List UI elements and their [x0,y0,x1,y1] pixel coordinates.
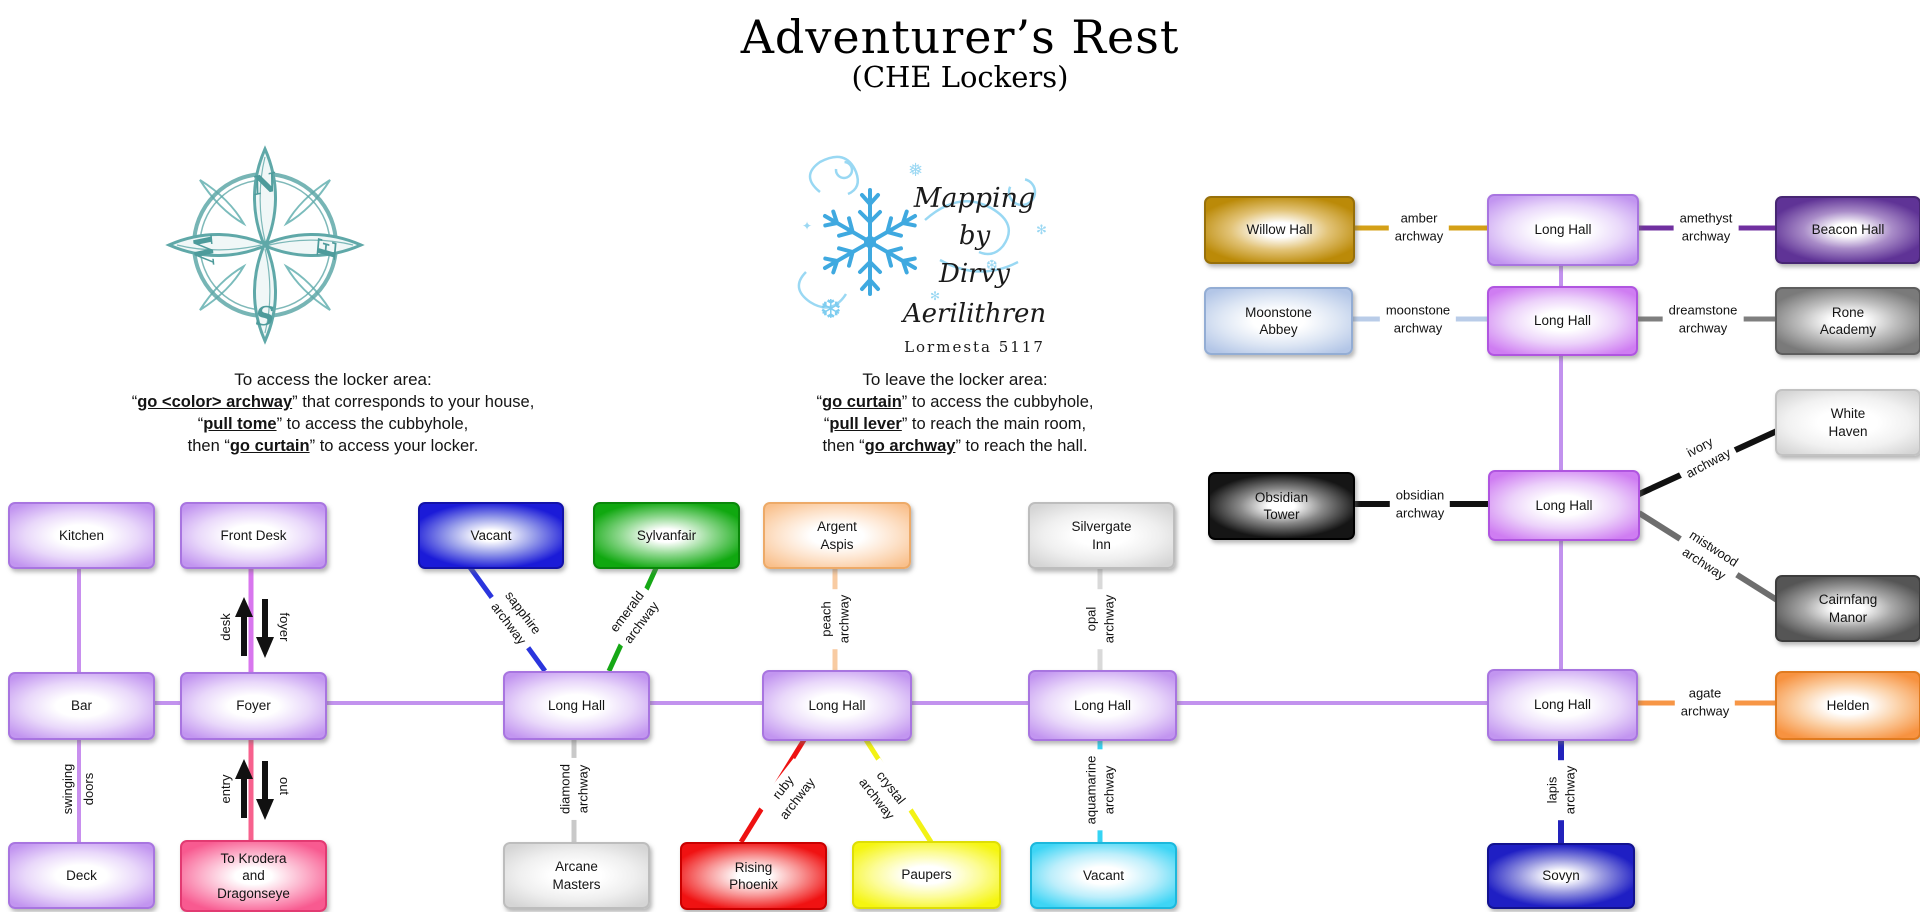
room-sovyn: Sovyn [1487,843,1635,909]
room-long-hall-east: Long Hall [1028,670,1177,741]
svg-text:✻: ✻ [1036,223,1047,238]
room-long-hall-center: Long Hall [762,670,912,741]
label-dreamstone-archway: dreamstone archway [1662,300,1744,338]
svg-text:❆: ❆ [986,258,998,274]
label-swinging-doors: swinging doors [60,763,96,815]
label-amber-archway: amber archway [1388,208,1450,246]
access-instruction-line: “pull tome” to access the cubbyhole, [197,415,469,433]
room-silvergate-inn: Silvergate Inn [1028,502,1175,569]
desk-direction-arrows [235,597,274,658]
credit-date: Lormesta 5117 [904,338,1045,356]
room-moonstone-abbey: Moonstone Abbey [1204,287,1353,355]
leave-instruction-line: then “go archway” to reach the hall. [822,437,1088,455]
room-helden: Helden [1775,671,1920,740]
label-agate-archway: agate archway [1674,683,1736,721]
room-sylvanfair: Sylvanfair [593,502,740,569]
room-willow-hall: Willow Hall [1204,196,1355,264]
room-bar: Bar [8,672,155,740]
access-instruction-line: then “go curtain” to access your locker. [187,437,479,455]
room-long-hall-north3: Long Hall [1488,470,1640,541]
label-obsidian-archway: obsidian archway [1389,485,1451,523]
room-front-desk: Front Desk [180,502,327,569]
arrow-down-icon [256,637,274,658]
leave-instruction-line: “pull lever” to reach the main room, [823,415,1087,433]
room-obsidian-tower: Obsidian Tower [1208,472,1355,540]
room-long-hall-west: Long Hall [503,671,650,740]
svg-text:W: W [186,233,219,267]
room-argent-aspis: Argent Aspis [763,502,911,569]
room-long-hall-north2: Long Hall [1487,286,1638,356]
compass-rose-icon: N E S W [165,145,365,345]
arrow-up-icon [235,759,253,779]
room-cairnfang-manor: Cairnfang Manor [1775,575,1920,642]
room-foyer: Foyer [180,672,327,740]
label-desk-passage: desk [218,613,234,641]
label-out-passage: out [276,776,292,796]
room-rone-academy: Rone Academy [1775,287,1920,355]
label-opal-archway: opal archway [1081,588,1119,650]
credit-author: Dirvy Aerilithren [902,259,1047,329]
access-instructions-title: To access the locker area: [234,370,432,389]
entry-direction-arrows [235,759,274,820]
room-arcane-masters: Arcane Masters [503,842,650,909]
label-peach-archway: peach archway [816,588,854,650]
arrow-up-icon [235,597,253,617]
room-long-hall-north1: Long Hall [1487,194,1639,266]
svg-text:E: E [312,237,344,262]
leave-instructions: To leave the locker area: “go curtain” t… [655,369,1255,457]
svg-text:❆: ❆ [820,295,842,325]
leave-instruction-line: “go curtain” to access the cubbyhole, [816,393,1094,411]
page-subtitle: (CHE Lockers) [851,60,1069,94]
svg-text:S: S [256,302,275,332]
svg-text:❅: ❅ [908,160,923,181]
room-white-haven: White Haven [1775,389,1920,456]
room-deck: Deck [8,842,155,909]
credit-by: by [958,221,991,251]
room-krodera-exit: To Krodera and Dragonseye [180,840,327,912]
room-rising-phoenix: Rising Phoenix [680,842,827,910]
credit-mapping: Mapping [913,183,1036,214]
room-long-hall-main: Long Hall [1487,669,1638,741]
label-moonstone-archway: moonstone archway [1379,300,1457,338]
leave-instructions-title: To leave the locker area: [862,370,1048,389]
room-beacon-hall: Beacon Hall [1775,196,1920,264]
room-kitchen: Kitchen [8,502,155,569]
svg-text:✻: ✻ [930,289,940,303]
access-instructions: To access the locker area: “go <color> a… [63,369,603,457]
label-amethyst-archway: amethyst archway [1673,208,1739,246]
label-foyer-passage: foyer [276,612,292,642]
room-vacant-south: Vacant [1030,842,1177,909]
svg-text:✦: ✦ [802,219,812,233]
room-vacant-west: Vacant [418,502,564,569]
room-paupers: Paupers [852,841,1001,909]
snowflake-flourish-icon: ❅ ❆ ❆ ✻ ✻ ✦ [797,155,1047,325]
label-aquamarine-archway: aquamarine archway [1081,749,1119,831]
page-title: Adventurer’s Rest [740,10,1180,64]
label-entry-passage: entry [218,774,234,804]
access-instruction-line: “go <color> archway” that corresponds to… [131,393,535,411]
label-diamond-archway: diamond archway [555,758,593,820]
map-credit: Mapping by Dirvy Aerilithren Lormesta 51… [872,180,1077,360]
label-lapis-archway: lapis archway [1542,759,1580,821]
arrow-down-icon [256,799,274,820]
